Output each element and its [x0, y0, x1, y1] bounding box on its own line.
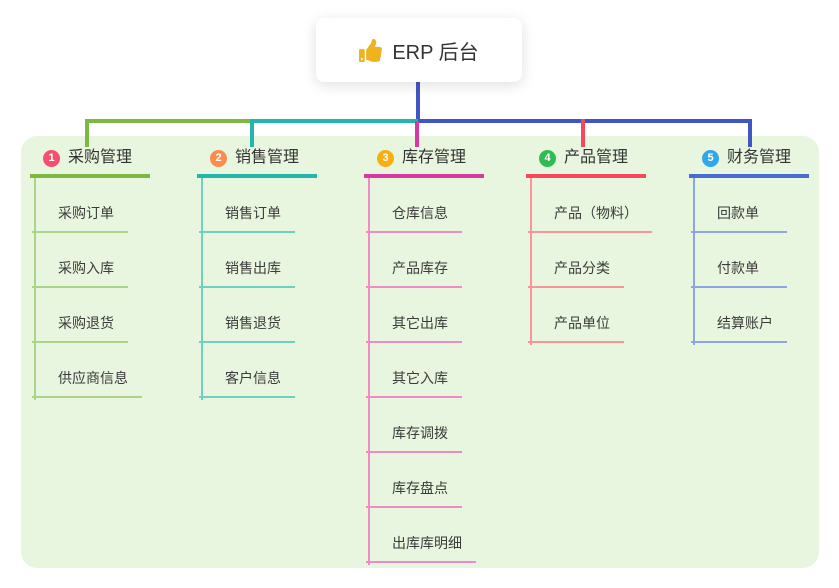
child-node[interactable]: 付款单: [691, 258, 787, 288]
child-node[interactable]: 其它出库: [366, 313, 462, 343]
child-node[interactable]: 产品库存: [366, 258, 462, 288]
child-node[interactable]: 仓库信息: [366, 203, 462, 233]
child-node[interactable]: 销售订单: [199, 203, 295, 233]
root-stem-line: [416, 82, 420, 121]
branch-connector-line: [693, 178, 695, 345]
branch-label: 采购管理: [68, 149, 133, 166]
branch-sales: 2 销售管理 销售订单 销售出库 销售退货 客户信息: [197, 146, 317, 400]
child-node[interactable]: 产品（物料）: [528, 203, 652, 233]
child-node[interactable]: 其它入库: [366, 368, 462, 398]
connector-drop-branch-1: [85, 119, 89, 147]
branch-header[interactable]: 5 财务管理: [689, 146, 809, 178]
root-title: ERP 后台: [392, 41, 479, 64]
thumbs-up-icon: [359, 38, 383, 62]
root-node[interactable]: ERP 后台: [316, 18, 522, 82]
branch-number-badge: 4: [539, 149, 556, 167]
branch-connector-line: [368, 178, 370, 565]
connector-drop-branch-4: [581, 119, 585, 147]
connector-drop-branch-3: [415, 121, 419, 147]
branch-header[interactable]: 3 库存管理: [364, 146, 484, 178]
branch-group-panel: [21, 136, 819, 568]
branch-label: 产品管理: [564, 149, 629, 166]
child-node[interactable]: 结算账户: [691, 313, 787, 343]
branch-number-badge: 2: [210, 149, 227, 167]
branch-header[interactable]: 1 采购管理: [30, 146, 150, 178]
connector-h-branch-1: [85, 119, 252, 123]
branch-connector-line: [530, 178, 532, 345]
child-node[interactable]: 采购退货: [32, 313, 128, 343]
child-node[interactable]: 客户信息: [199, 368, 295, 398]
child-node[interactable]: 采购入库: [32, 258, 128, 288]
branch-connector-line: [201, 178, 203, 400]
child-node[interactable]: 库存调拨: [366, 423, 462, 453]
connector-h-branch-5: [418, 119, 752, 123]
branch-purchase: 1 采购管理 采购订单 采购入库 采购退货 供应商信息: [30, 146, 150, 400]
connector-drop-branch-5: [748, 119, 752, 147]
child-node[interactable]: 回款单: [691, 203, 787, 233]
branch-header[interactable]: 2 销售管理: [197, 146, 317, 178]
child-node[interactable]: 产品分类: [528, 258, 624, 288]
child-node[interactable]: 产品单位: [528, 313, 624, 343]
branch-header[interactable]: 4 产品管理: [526, 146, 646, 178]
child-node[interactable]: 销售出库: [199, 258, 295, 288]
branch-product: 4 产品管理 产品（物料） 产品分类 产品单位: [526, 146, 652, 345]
child-node[interactable]: 采购订单: [32, 203, 128, 233]
branch-inventory: 3 库存管理 仓库信息 产品库存 其它出库 其它入库 库存调拨 库存盘点 出库库…: [364, 146, 484, 565]
connector-drop-branch-2: [250, 119, 254, 147]
branch-label: 财务管理: [727, 149, 792, 166]
child-node[interactable]: 库存盘点: [366, 478, 462, 508]
branch-label: 销售管理: [235, 149, 300, 166]
branch-connector-line: [34, 178, 36, 400]
child-node[interactable]: 出库库明细: [366, 533, 476, 563]
branch-number-badge: 1: [43, 149, 60, 167]
branch-finance: 5 财务管理 回款单 付款单 结算账户: [689, 146, 809, 345]
child-node[interactable]: 销售退货: [199, 313, 295, 343]
child-node[interactable]: 供应商信息: [32, 368, 142, 398]
branch-label: 库存管理: [402, 149, 467, 166]
connector-h-branch-2: [250, 119, 418, 123]
branch-number-badge: 3: [377, 149, 394, 167]
branch-number-badge: 5: [702, 149, 719, 167]
